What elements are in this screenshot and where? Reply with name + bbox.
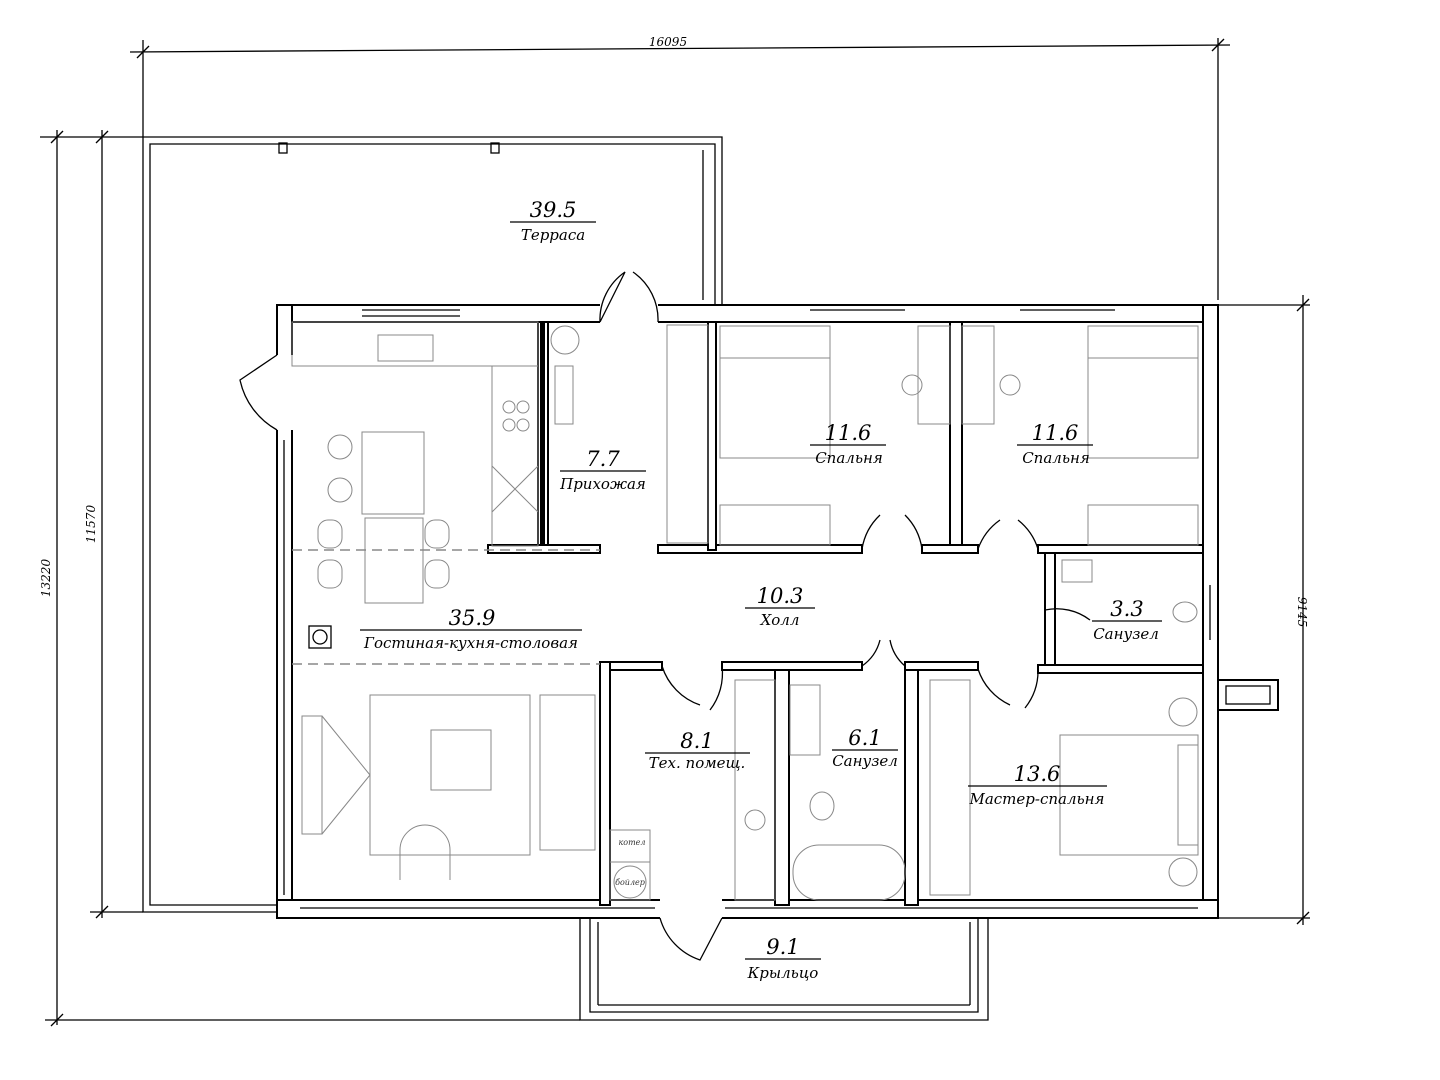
- furniture: котел бойлер: [291, 321, 1199, 901]
- svg-text:Мастер-спальня: Мастер-спальня: [968, 790, 1104, 808]
- svg-text:Холл: Холл: [760, 611, 800, 629]
- fireplace-icon: [308, 625, 332, 649]
- water-heater-label: бойлер: [615, 878, 645, 887]
- dimension-overall-depth: 13220: [39, 559, 53, 598]
- dimension-house-depth-left: 11570: [84, 505, 98, 544]
- svg-text:Крыльцо: Крыльцо: [747, 964, 819, 982]
- svg-text:6.1: 6.1: [848, 726, 881, 750]
- svg-text:Спальня: Спальня: [1022, 449, 1090, 467]
- svg-text:Санузел: Санузел: [832, 752, 898, 770]
- porch-outline: [579, 918, 989, 1021]
- svg-text:8.1: 8.1: [680, 729, 713, 753]
- dimension-house-depth-right: 9145: [1295, 597, 1309, 628]
- svg-text:Прихожая: Прихожая: [559, 475, 646, 493]
- svg-text:Тех. помещ.: Тех. помещ.: [649, 754, 746, 772]
- svg-text:13.6: 13.6: [1014, 762, 1061, 786]
- dimension-lines: 16095 13220 11570 9145: [39, 35, 1310, 1027]
- svg-text:10.3: 10.3: [757, 584, 804, 608]
- svg-text:11.6: 11.6: [825, 421, 872, 445]
- svg-text:3.3: 3.3: [1110, 597, 1143, 621]
- svg-text:11.6: 11.6: [1032, 421, 1079, 445]
- terrace-outline: [142, 136, 723, 913]
- svg-text:9.1: 9.1: [766, 935, 799, 959]
- svg-text:Гостиная-кухня-столовая: Гостиная-кухня-столовая: [363, 634, 578, 652]
- dimension-overall-width: 16095: [649, 35, 687, 49]
- svg-text:7.7: 7.7: [586, 447, 620, 471]
- boiler-label: котел: [618, 838, 645, 847]
- exterior-walls: [239, 271, 1219, 961]
- chimney-outlet: [1217, 679, 1279, 711]
- interior-walls: [487, 321, 1204, 906]
- svg-text:Спальня: Спальня: [815, 449, 883, 467]
- sink-icon: [377, 334, 434, 362]
- svg-text:Санузел: Санузел: [1093, 625, 1159, 643]
- svg-text:39.5: 39.5: [530, 198, 577, 222]
- svg-text:Терраса: Терраса: [521, 226, 585, 244]
- stove-icon: [502, 400, 530, 432]
- svg-text:35.9: 35.9: [449, 606, 496, 630]
